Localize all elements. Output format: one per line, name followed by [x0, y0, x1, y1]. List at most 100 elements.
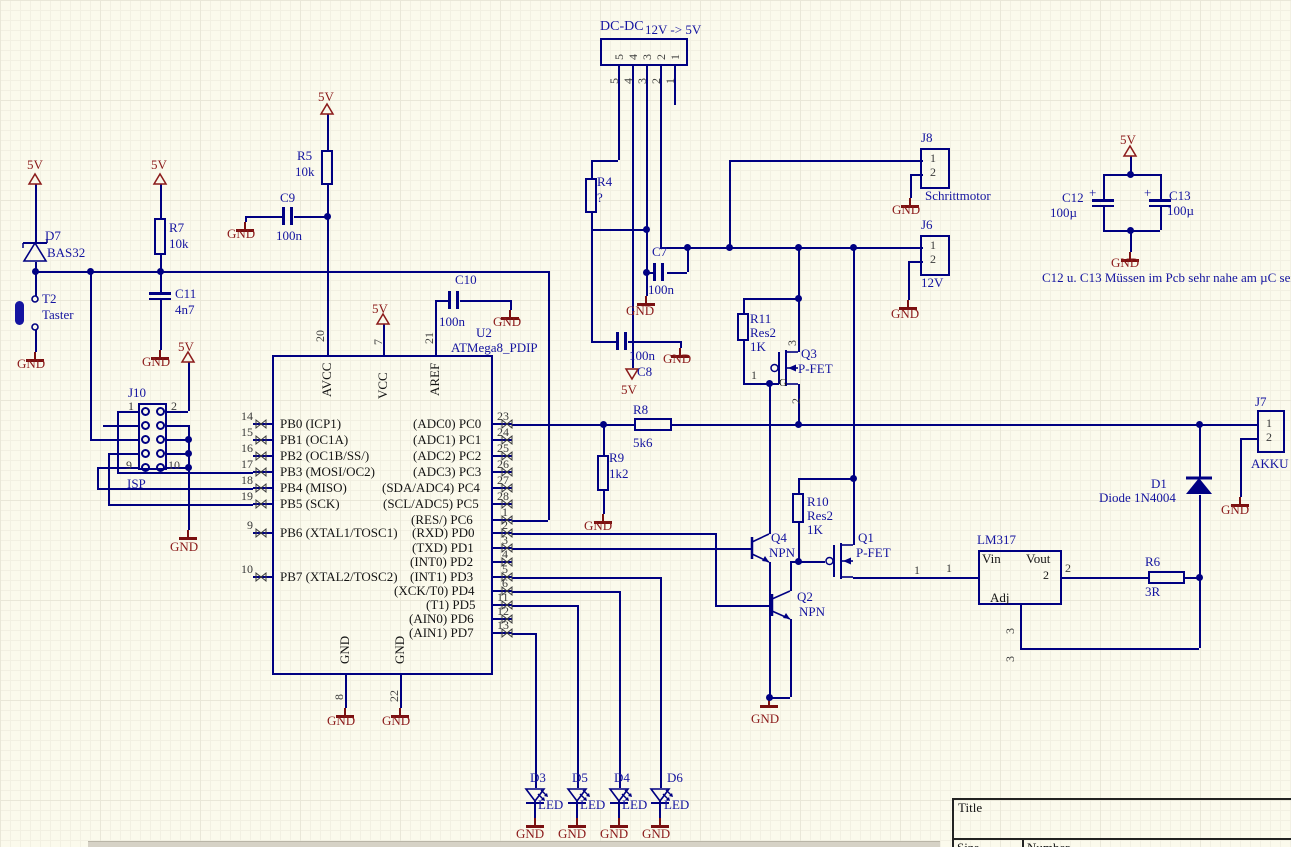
wire[interactable]	[632, 66, 634, 368]
gnd-symbol[interactable]	[759, 698, 779, 709]
gnd-symbol[interactable]	[593, 514, 613, 525]
connector-j8-body[interactable]	[920, 148, 950, 189]
gnd-symbol[interactable]	[25, 352, 45, 363]
capacitor-c10[interactable]	[448, 291, 460, 309]
gnd-symbol[interactable]	[335, 708, 355, 719]
wire[interactable]	[798, 247, 800, 298]
wire[interactable]	[853, 577, 978, 579]
wire[interactable]	[743, 383, 779, 385]
gnd-symbol[interactable]	[650, 818, 670, 829]
wire[interactable]	[188, 425, 190, 530]
wire[interactable]	[294, 216, 327, 218]
wire[interactable]	[674, 66, 676, 105]
header-pin-circle[interactable]	[141, 435, 150, 444]
wire[interactable]	[628, 341, 680, 343]
mcu-u2-body[interactable]	[272, 355, 493, 675]
connector-j6-body[interactable]	[920, 235, 950, 276]
ic-pin[interactable]	[253, 423, 272, 425]
horizontal-scrollbar[interactable]	[88, 841, 940, 847]
ic-pin[interactable]	[253, 576, 272, 578]
wire[interactable]	[1130, 230, 1132, 252]
switch-t2[interactable]	[15, 295, 45, 332]
power-5v-symbol[interactable]	[624, 368, 640, 381]
resistor-r7[interactable]	[154, 218, 166, 255]
header-pin-circle[interactable]	[156, 407, 165, 416]
gnd-symbol[interactable]	[390, 708, 410, 719]
wire[interactable]	[591, 213, 593, 341]
diode-d1[interactable]	[1185, 476, 1215, 496]
wire[interactable]	[591, 160, 618, 162]
gnd-symbol[interactable]	[500, 310, 520, 321]
wire[interactable]	[512, 548, 752, 550]
wire[interactable]	[460, 300, 510, 302]
ic-pin[interactable]	[253, 487, 272, 489]
wire[interactable]	[1130, 156, 1132, 174]
wire[interactable]	[591, 229, 646, 231]
wire[interactable]	[715, 605, 772, 607]
ic-pin[interactable]	[253, 439, 272, 441]
header-pin-circle[interactable]	[156, 449, 165, 458]
wire[interactable]	[729, 160, 923, 162]
wire[interactable]	[1160, 206, 1162, 230]
gnd-symbol[interactable]	[609, 818, 629, 829]
wire[interactable]	[743, 298, 798, 300]
wire[interactable]	[908, 261, 910, 300]
wire[interactable]	[798, 298, 800, 352]
wire[interactable]	[90, 271, 92, 439]
wire[interactable]	[769, 383, 771, 534]
ic-pin[interactable]	[253, 532, 272, 534]
capacitor-c9[interactable]	[282, 207, 294, 225]
wire[interactable]	[512, 577, 660, 579]
wire[interactable]	[680, 341, 682, 348]
wire[interactable]	[383, 324, 385, 355]
gnd-symbol[interactable]	[525, 818, 545, 829]
ic-pin[interactable]	[253, 471, 272, 473]
capacitor-c7[interactable]	[653, 263, 665, 281]
wire[interactable]	[327, 185, 329, 355]
wire[interactable]	[910, 174, 923, 176]
diode-d7[interactable]	[20, 239, 50, 266]
wire[interactable]	[790, 561, 825, 563]
wire[interactable]	[619, 591, 621, 788]
wire[interactable]	[512, 424, 634, 426]
wire[interactable]	[535, 633, 537, 788]
wire[interactable]	[1062, 577, 1148, 579]
wire[interactable]	[798, 478, 800, 493]
power-5v-symbol[interactable]	[1122, 144, 1138, 157]
gnd-symbol[interactable]	[178, 530, 198, 541]
transistor-q4[interactable]	[750, 531, 773, 565]
wire[interactable]	[512, 605, 577, 607]
wire[interactable]	[160, 299, 162, 350]
wire[interactable]	[790, 619, 792, 697]
header-pin-circle[interactable]	[141, 463, 150, 472]
wire[interactable]	[790, 561, 792, 591]
ic-pin[interactable]	[253, 503, 272, 505]
header-pin-circle[interactable]	[156, 421, 165, 430]
gnd-symbol[interactable]	[670, 348, 690, 359]
capacitor-c11[interactable]	[149, 292, 171, 300]
wire[interactable]	[729, 160, 731, 247]
resistor-r10[interactable]	[792, 493, 804, 523]
wire[interactable]	[672, 424, 1257, 426]
led-d3[interactable]	[521, 788, 551, 819]
wire[interactable]	[660, 247, 923, 249]
wire[interactable]	[798, 478, 853, 480]
wire[interactable]	[117, 411, 119, 472]
wire[interactable]	[188, 362, 190, 411]
wire[interactable]	[97, 467, 99, 488]
regulator-lm317-body[interactable]	[978, 550, 1062, 605]
gnd-symbol[interactable]	[1230, 497, 1250, 508]
wire[interactable]	[769, 562, 771, 697]
wire[interactable]	[35, 271, 548, 273]
connector-dcdc-body[interactable]	[600, 38, 688, 66]
wire[interactable]	[160, 184, 162, 218]
wire[interactable]	[103, 425, 138, 427]
led-d5[interactable]	[563, 788, 593, 819]
wire[interactable]	[1240, 438, 1257, 440]
wire[interactable]	[908, 261, 923, 263]
resistor-r11[interactable]	[737, 313, 749, 341]
wire[interactable]	[618, 66, 620, 160]
gnd-symbol[interactable]	[900, 198, 920, 209]
gnd-symbol[interactable]	[150, 350, 170, 361]
led-d6[interactable]	[646, 788, 676, 819]
